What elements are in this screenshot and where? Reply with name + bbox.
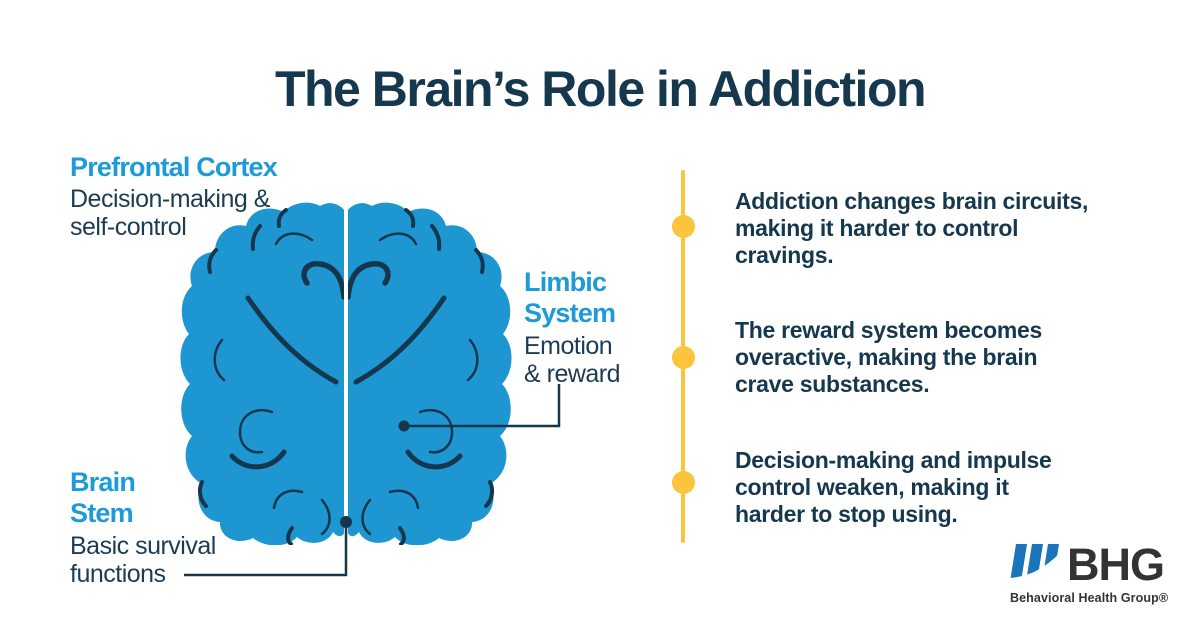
key-point-1: Addiction changes brain circuits, making… bbox=[735, 188, 1089, 268]
timeline-dot-3 bbox=[672, 471, 695, 494]
bhg-bars-icon bbox=[1010, 544, 1059, 578]
key-point-3: Decision-making and impulse control weak… bbox=[735, 447, 1052, 527]
logo-tagline: Behavioral Health Group® bbox=[1010, 591, 1169, 605]
bhg-logo: BHG Behavioral Health Group® bbox=[1010, 539, 1180, 605]
key-point-2: The reward system becomes overactive, ma… bbox=[735, 317, 1042, 397]
page-title: The Brain’s Role in Addiction bbox=[274, 61, 927, 117]
brain-illustration-icon bbox=[176, 200, 516, 545]
logo-acronym: BHG bbox=[1067, 539, 1165, 590]
limbic-system-label: Limbic System bbox=[524, 267, 616, 328]
brain-stem-label: Brain Stem bbox=[70, 467, 136, 528]
prefrontal-cortex-label: Prefrontal Cortex bbox=[70, 152, 278, 182]
timeline-dot-2 bbox=[672, 346, 695, 369]
prefrontal-cortex-description: Decision-making & self-control bbox=[70, 185, 270, 241]
limbic-system-description: Emotion & reward bbox=[524, 332, 621, 388]
timeline-dot-1 bbox=[672, 215, 695, 238]
